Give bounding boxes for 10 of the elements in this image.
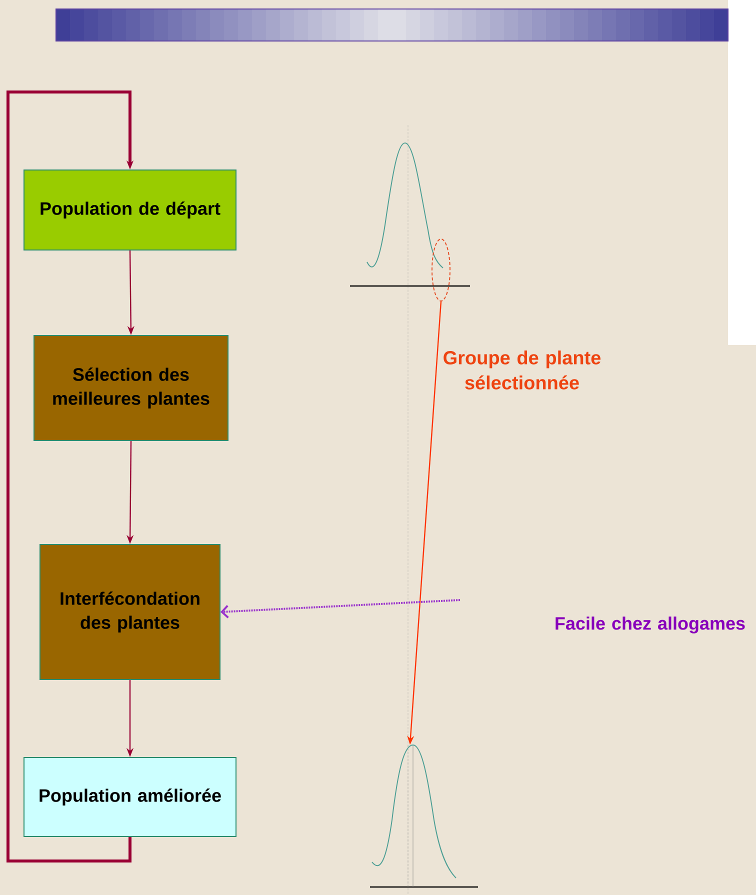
annotation-text: Facile chez allogames	[556, 616, 745, 634]
process-box: Population améliorée	[24, 757, 236, 837]
process-box: Sélection des meilleures plantes	[34, 335, 228, 441]
arrow	[6, 90, 134, 862]
distribution-curve-drawing	[370, 744, 478, 888]
dashed-ellipse	[432, 238, 450, 302]
arrow	[220, 599, 460, 618]
process-box: Population de départ	[24, 170, 236, 250]
annotation-text: Groupe de plante sélectionnée	[444, 350, 601, 390]
process-box: Interfécondation des plantes	[40, 544, 220, 680]
